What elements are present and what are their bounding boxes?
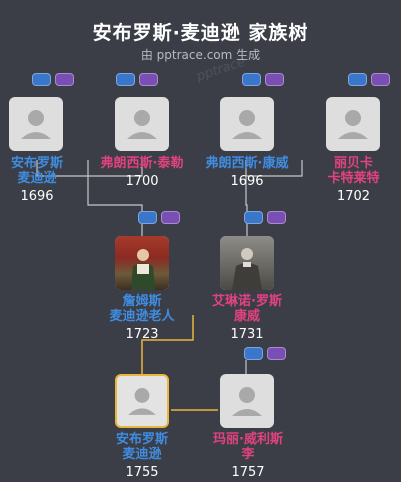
- person-card-p5[interactable]: [115, 236, 169, 290]
- person-card-p2[interactable]: [115, 97, 169, 151]
- person-card-p8[interactable]: [220, 374, 274, 428]
- edit-button[interactable]: [244, 347, 263, 360]
- name-line: 李: [241, 447, 255, 462]
- person-name: 丽贝卡 卡特莱特: [310, 156, 397, 186]
- person-name: 艾琳诺·罗斯 康威: [196, 294, 298, 324]
- node-actions[interactable]: [242, 73, 284, 87]
- person-year: 1700: [125, 174, 159, 189]
- person-name: 弗朗西斯·康威: [191, 156, 303, 171]
- edit-button[interactable]: [138, 211, 157, 224]
- name-line: 卡特莱特: [327, 171, 380, 186]
- person-year: 1696: [20, 189, 54, 204]
- node-actions[interactable]: [32, 73, 74, 87]
- person-placeholder-icon: [338, 110, 368, 139]
- person-placeholder-icon: [128, 388, 156, 415]
- add-button[interactable]: [267, 347, 286, 360]
- portrait-image: [115, 236, 169, 290]
- edit-button[interactable]: [348, 73, 367, 86]
- add-button[interactable]: [55, 73, 74, 86]
- person-name: 安布罗斯 麦迪逊: [0, 156, 74, 186]
- name-line: 詹姆斯: [122, 294, 162, 309]
- name-line: 弗朗西斯·康威: [205, 156, 289, 171]
- add-button[interactable]: [139, 73, 158, 86]
- add-button[interactable]: [267, 211, 286, 224]
- name-line: 麦迪逊: [17, 171, 57, 186]
- edit-button[interactable]: [244, 211, 263, 224]
- edit-button[interactable]: [32, 73, 51, 86]
- person-year: 1696: [230, 174, 264, 189]
- node-actions[interactable]: [116, 73, 158, 87]
- person-card-p6[interactable]: [220, 236, 274, 290]
- name-line: 艾琳诺·罗斯: [212, 294, 282, 309]
- node-actions[interactable]: [138, 211, 180, 225]
- person-name: 安布罗斯 麦迪逊: [100, 432, 184, 462]
- connector-line: [141, 315, 194, 374]
- person-card-p3[interactable]: [220, 97, 274, 151]
- edit-button[interactable]: [242, 73, 261, 86]
- person-name: 弗朗西斯·泰勒: [86, 156, 198, 171]
- name-line: 弗朗西斯·泰勒: [100, 156, 184, 171]
- person-name: 玛丽·威利斯 李: [198, 432, 298, 462]
- person-year: 1755: [125, 465, 159, 480]
- person-placeholder-icon: [21, 110, 51, 139]
- portrait-image: [220, 236, 274, 290]
- person-placeholder-icon: [232, 387, 262, 416]
- node-actions[interactable]: [244, 347, 286, 361]
- person-placeholder-icon: [232, 110, 262, 139]
- name-line: 安布罗斯: [10, 156, 63, 171]
- node-actions[interactable]: [348, 73, 390, 87]
- name-line: 康威: [233, 309, 260, 324]
- add-button[interactable]: [265, 73, 284, 86]
- name-line: 玛丽·威利斯: [213, 432, 283, 447]
- person-year: 1757: [231, 465, 265, 480]
- name-line: 麦迪逊: [122, 447, 162, 462]
- person-name: 詹姆斯 麦迪逊老人: [96, 294, 188, 324]
- edit-button[interactable]: [116, 73, 135, 86]
- person-year: 1702: [336, 189, 371, 204]
- page-title: 安布罗斯·麦迪逊 家族树: [92, 22, 309, 44]
- connector-line: [88, 160, 143, 177]
- person-year: 1731: [230, 327, 264, 342]
- node-actions[interactable]: [244, 211, 286, 225]
- name-line: 麦迪逊老人: [109, 309, 175, 324]
- person-card-p4[interactable]: [326, 97, 380, 151]
- person-year: 1723: [125, 327, 159, 342]
- page-subtitle: 由 pptrace.com 生成: [140, 48, 261, 62]
- add-button[interactable]: [161, 211, 180, 224]
- person-card-p1[interactable]: [9, 97, 63, 151]
- add-button[interactable]: [371, 73, 390, 86]
- person-placeholder-icon: [127, 110, 157, 139]
- connector-line: [246, 160, 303, 177]
- name-line: 丽贝卡: [333, 156, 373, 171]
- name-line: 安布罗斯: [115, 432, 168, 447]
- person-card-p7[interactable]: [115, 374, 169, 428]
